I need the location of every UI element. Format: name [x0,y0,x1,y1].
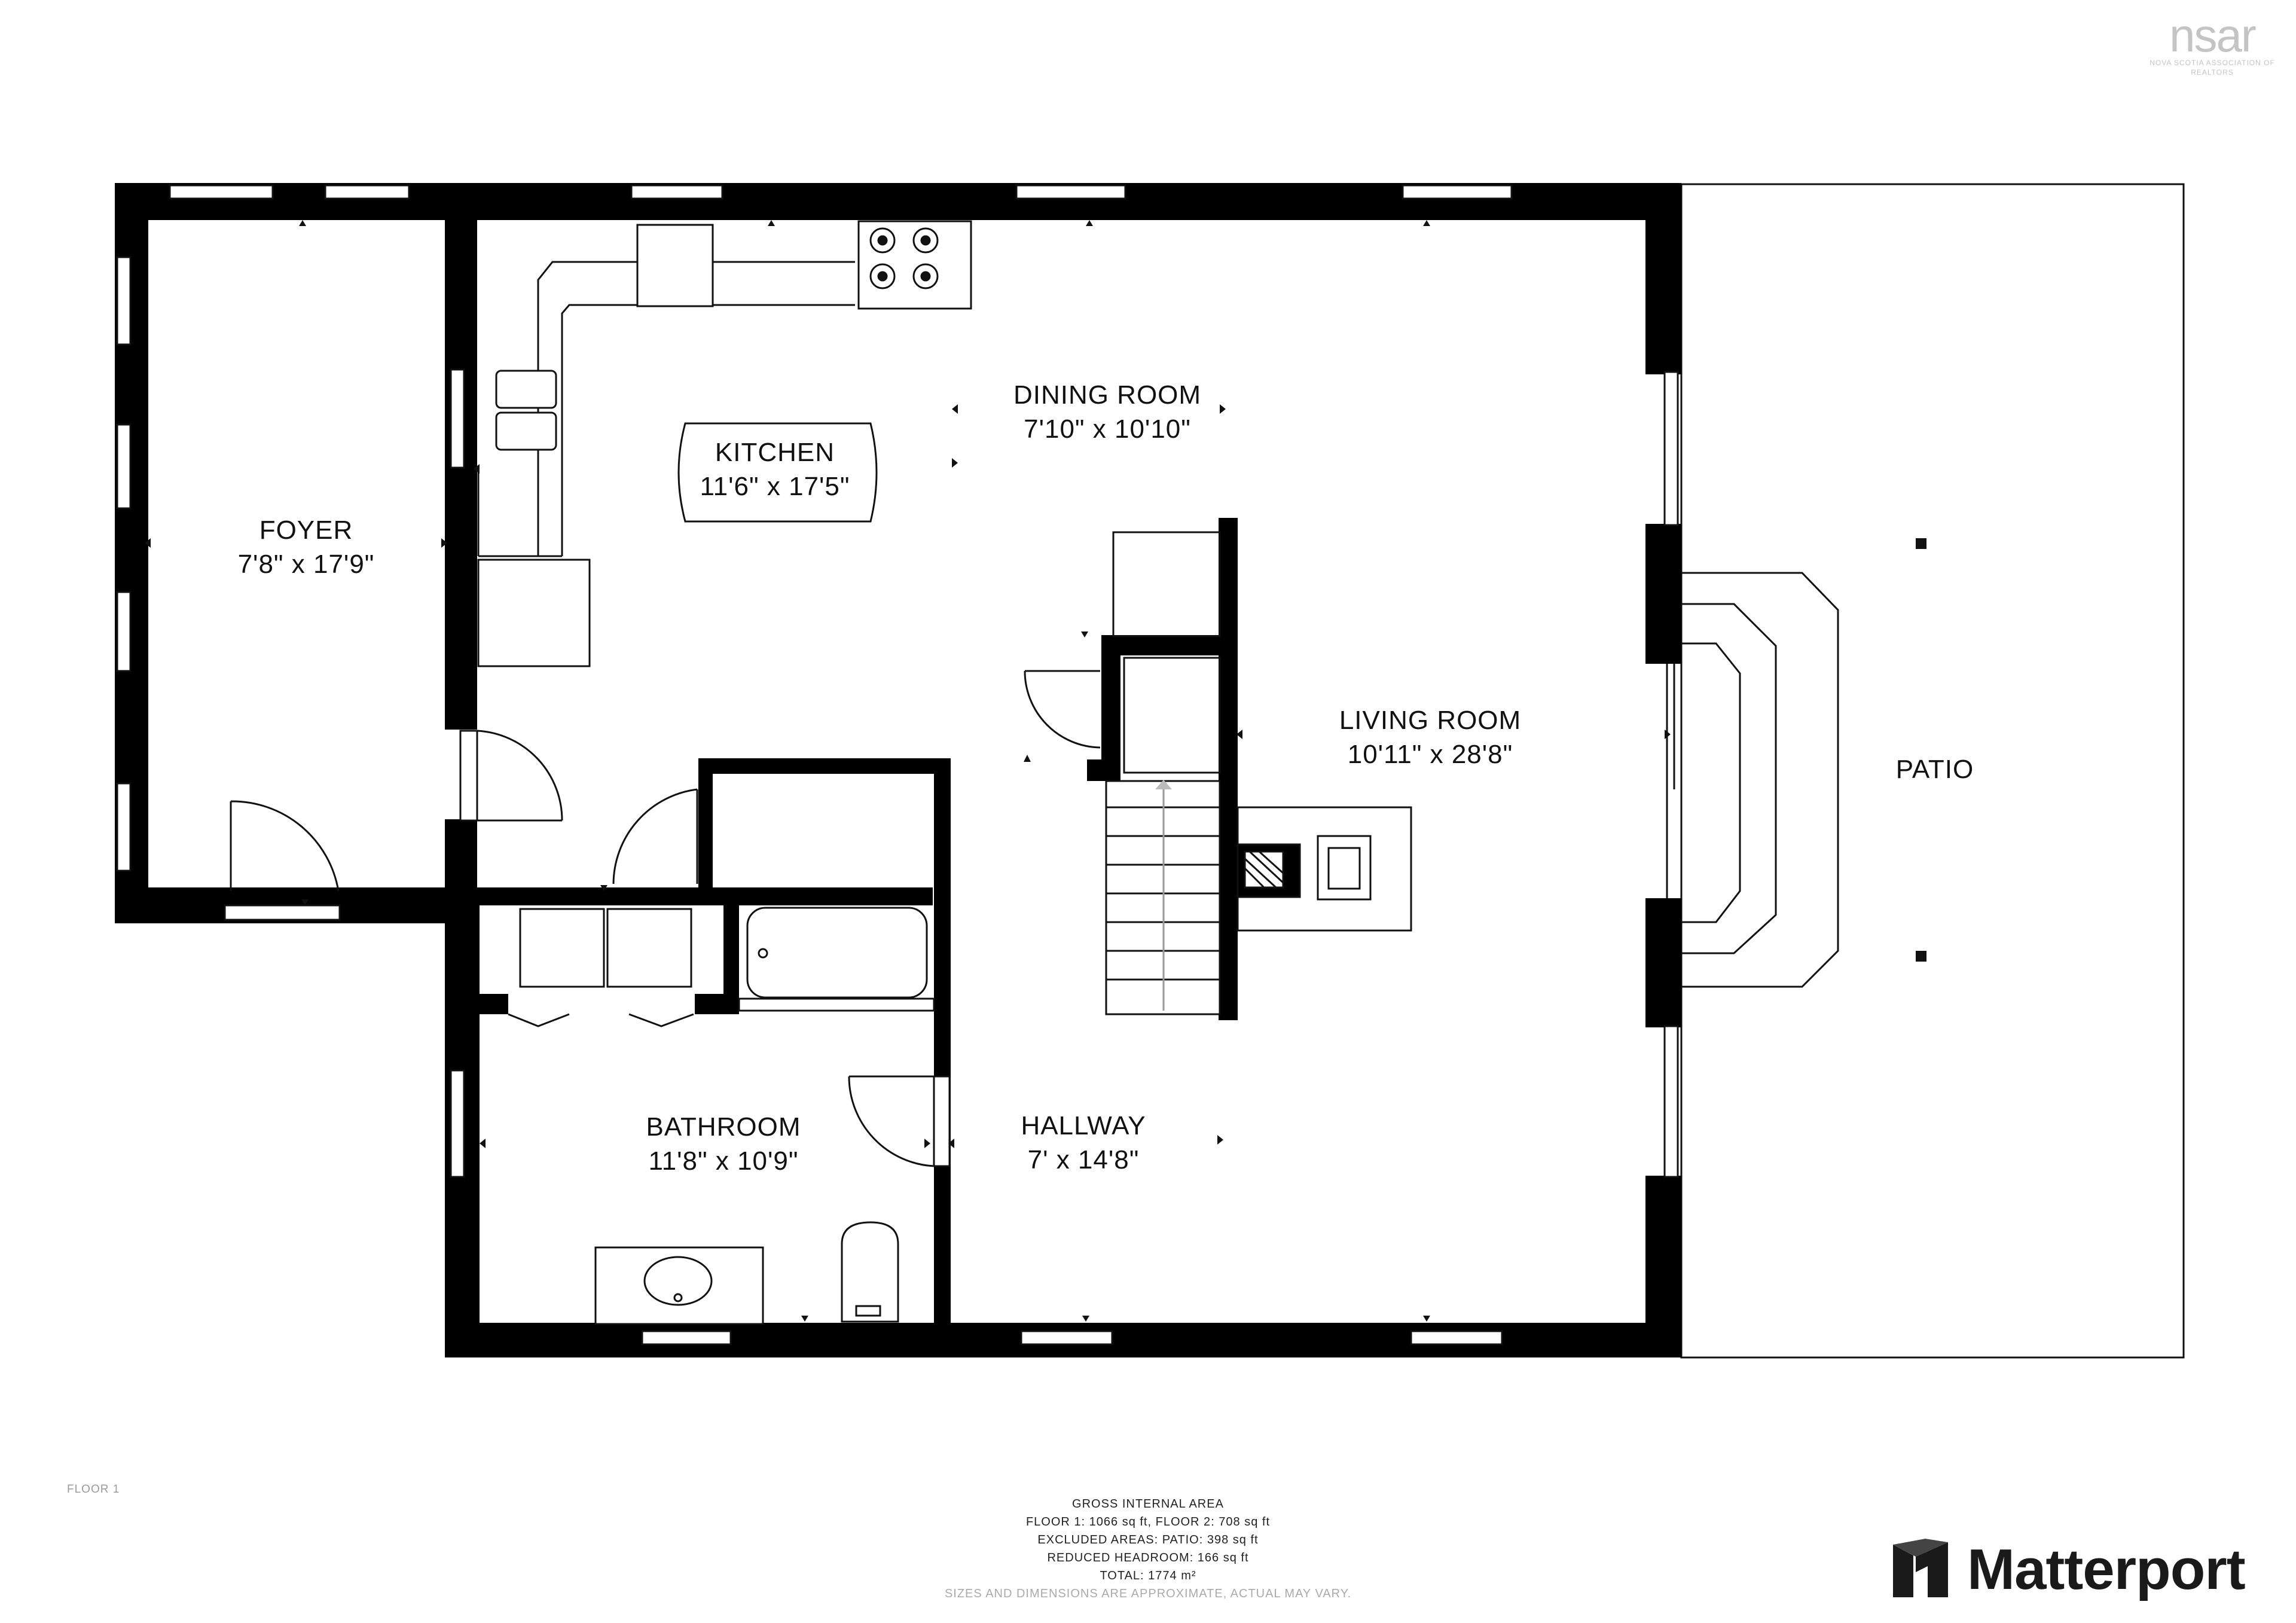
room-name: LIVING ROOM [1339,706,1522,735]
patio-post [1916,538,1926,549]
room-name: DINING ROOM [1013,380,1202,410]
patio-area [1680,183,2185,1359]
room-label-living: LIVING ROOM 10'11" x 28'8" [1339,703,1521,771]
kitchen-cabinet [636,224,714,307]
area-total: TOTAL: 1774 m² [1100,1569,1196,1582]
bathtub [746,907,928,999]
fireplace [1236,806,1412,932]
room-label-foyer: FOYER 7'8" x 17'9" [238,513,375,581]
kitchen-desk [477,559,591,667]
room-dims: 11'6" x 17'5" [700,472,850,502]
area-line: EXCLUDED AREAS: PATIO: 398 sq ft [1037,1533,1259,1546]
area-title: GROSS INTERNAL AREA [1072,1497,1224,1511]
matterport-text: Matterport [1967,1537,2246,1601]
staircase [1105,531,1221,1015]
markers [145,220,1671,1322]
matterport-logo: Matterport [1889,1537,2246,1603]
room-name: HALLWAY [1021,1111,1146,1140]
patio-steps [1681,572,1839,988]
patio-post [1916,951,1926,962]
room-label-dining: DINING ROOM 7'10" x 10'10" [1013,378,1201,446]
toilet [841,1221,899,1323]
linen-cabinet [606,908,692,988]
nsar-logo-text: nsar [2169,9,2257,62]
area-note: SIZES AND DIMENSIONS ARE APPROXIMATE, AC… [944,1587,1352,1600]
room-label-kitchen: KITCHEN 11'6" x 17'5" [700,435,850,504]
linen-cabinet [519,908,605,988]
room-label-patio: PATIO [1896,752,1974,786]
room-name: KITCHEN [715,438,835,467]
nsar-logo-subtitle: NOVA SCOTIA ASSOCIATION OF REALTORS [2150,59,2275,77]
room-name: PATIO [1895,755,1974,784]
room-dims: 10'11" x 28'8" [1347,740,1513,770]
room-label-hallway: HALLWAY 7' x 14'8" [1021,1109,1146,1177]
doors [230,664,1675,1167]
sink-basin [643,1256,713,1306]
room-dims: 11'8" x 10'9" [648,1146,799,1176]
room-dims: 7'8" x 17'9" [237,550,375,579]
room-name: BATHROOM [646,1112,801,1142]
floor-label: FLOOR 1 [67,1483,120,1496]
matterport-icon [1893,1539,1948,1597]
room-dims: 7' x 14'8" [1027,1145,1140,1175]
bathroom-fixtures [519,907,935,1325]
room-name: FOYER [259,515,353,545]
area-line: REDUCED HEADROOM: 166 sq ft [1047,1551,1249,1564]
nsar-logo: nsar NOVA SCOTIA ASSOCIATION OF REALTORS [2141,12,2284,77]
kitchen-island [677,422,878,523]
kitchen-sink [495,370,557,409]
area-summary: GROSS INTERNAL AREA FLOOR 1: 1066 sq ft,… [945,1495,1351,1603]
room-label-bathroom: BATHROOM 11'8" x 10'9" [646,1110,801,1178]
area-line: FLOOR 1: 1066 sq ft, FLOOR 2: 708 sq ft [1025,1515,1271,1529]
windows [116,184,1679,1346]
kitchen-counter [477,220,972,667]
room-dims: 7'10" x 10'10" [1024,414,1191,444]
